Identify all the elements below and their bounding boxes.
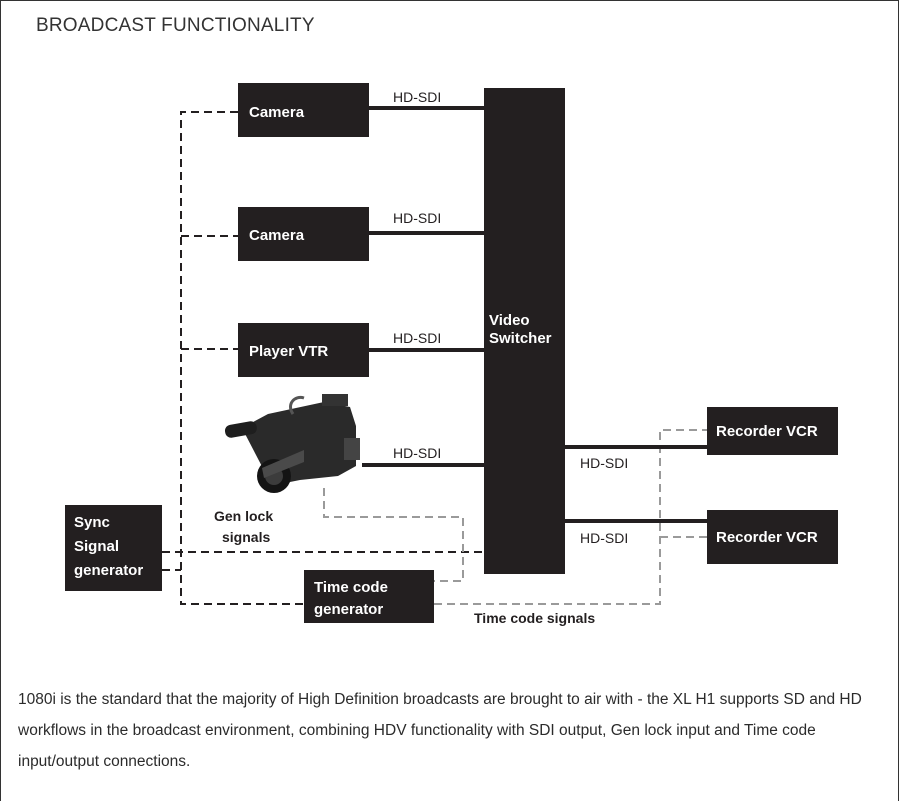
- timecode-line-recorders: [434, 429, 707, 605]
- hd-sdi-lines: [362, 106, 707, 523]
- gen-lock-signals-label-line2: signals: [222, 529, 270, 545]
- sdi-label-recorder-1: HD-SDI: [580, 455, 628, 471]
- svg-text:Camera: Camera: [249, 104, 305, 121]
- section-title: BROADCAST FUNCTIONALITY: [36, 15, 315, 36]
- svg-text:Recorder VCR: Recorder VCR: [716, 423, 818, 440]
- camera-1-box: Camera: [238, 83, 369, 137]
- description-paragraph: 1080i is the standard that the majority …: [18, 691, 862, 770]
- player-vtr-box: Player VTR: [238, 323, 369, 377]
- svg-text:Recorder VCR: Recorder VCR: [716, 529, 818, 546]
- svg-text:Switcher: Switcher: [489, 330, 552, 347]
- genlock-lines: [162, 111, 484, 605]
- svg-text:Camera: Camera: [249, 227, 305, 244]
- sync-signal-generator-box: Sync Signal generator: [65, 505, 162, 591]
- svg-text:generator: generator: [314, 601, 383, 618]
- svg-text:Player VTR: Player VTR: [249, 343, 328, 360]
- sdi-label-camera-1: HD-SDI: [393, 89, 441, 105]
- gen-lock-signals-label: Gen lock: [214, 508, 273, 524]
- time-code-generator-box: Time code generator: [304, 570, 434, 623]
- svg-text:Signal: Signal: [74, 538, 119, 555]
- camera-2-box: Camera: [238, 207, 369, 261]
- xl-h1-camera-icon: [224, 394, 360, 493]
- broadcast-diagram: Camera Camera Player VTR Video Switcher …: [65, 83, 838, 626]
- video-switcher-box: Video Switcher: [484, 88, 565, 574]
- svg-text:Video: Video: [489, 312, 530, 329]
- recorder-vcr-1-box: Recorder VCR: [707, 407, 838, 455]
- svg-text:generator: generator: [74, 562, 143, 579]
- connection-labels: HD-SDI HD-SDI HD-SDI HD-SDI HD-SDI HD-SD…: [393, 89, 628, 546]
- timecode-line-camera: [323, 488, 464, 582]
- timecode-lines: [323, 429, 707, 605]
- sdi-label-recorder-2: HD-SDI: [580, 530, 628, 546]
- sdi-label-player-vtr: HD-SDI: [393, 330, 441, 346]
- recorder-vcr-2-box: Recorder VCR: [707, 510, 838, 564]
- time-code-signals-label: Time code signals: [474, 610, 595, 626]
- genlock-line-trunk: [180, 111, 309, 605]
- svg-text:Sync: Sync: [74, 514, 110, 531]
- sdi-label-camera-2: HD-SDI: [393, 210, 441, 226]
- svg-text:Time code: Time code: [314, 579, 388, 596]
- sdi-label-xl-h1: HD-SDI: [393, 445, 441, 461]
